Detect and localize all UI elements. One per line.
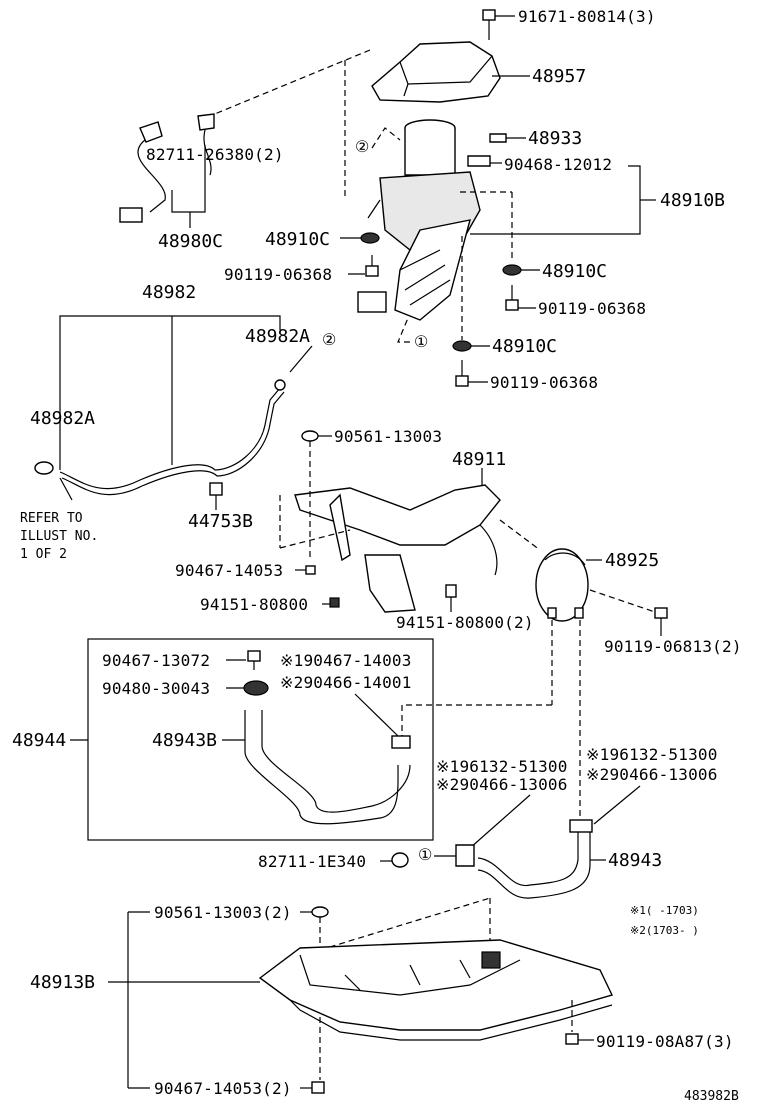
refer-to-line1: REFER TO [20, 511, 83, 526]
label-48982A-right: 48982A [245, 326, 310, 347]
circle-2-a: ② [355, 137, 370, 156]
label-48943B: 48943B [152, 730, 217, 751]
label-91671-80814: 91671-80814(3) [518, 7, 656, 26]
bolt-91671 [482, 9, 496, 40]
bracket-48911 [294, 484, 501, 613]
legend-note-1: ※1( -1703) [630, 904, 699, 917]
label-48910C-left: 48910C [265, 229, 330, 250]
legend-note-2: ※2(1703- ) [630, 924, 699, 937]
kit-note-2: ※290466-14001 [280, 673, 412, 692]
label-48982A-left: 48982A [30, 408, 95, 429]
label-48925: 48925 [605, 550, 659, 571]
label-90480-30043: 90480-30043 [102, 679, 210, 698]
label-48910B: 48910B [660, 190, 725, 211]
label-90119-06368-left: 90119-06368 [224, 265, 332, 284]
label-82711-26380: 82711-26380(2) [146, 145, 284, 164]
label-48913B: 48913B [30, 972, 95, 993]
label-94151-80800-2: 94151-80800(2) [396, 613, 534, 632]
label-90561-13003-2: 90561-13003(2) [154, 903, 292, 922]
accumulator-48925 [535, 548, 589, 622]
label-90467-14053: 90467-14053 [175, 561, 283, 580]
label-48933: 48933 [528, 128, 582, 149]
refer-to-line3: 1 OF 2 [20, 547, 67, 562]
hose-48943 [455, 819, 593, 899]
compressor-48910B [357, 119, 481, 321]
circle-2-b: ② [322, 330, 337, 349]
label-90119-06368-right: 90119-06368 [538, 299, 646, 318]
label-90468-12012: 90468-12012 [504, 155, 612, 174]
label-48910C-right: 48910C [542, 261, 607, 282]
label-48943: 48943 [608, 850, 662, 871]
label-90119-08A87: 90119-08A87(3) [596, 1032, 734, 1051]
cover-48957 [371, 41, 501, 103]
label-90467-13072: 90467-13072 [102, 651, 210, 670]
circle-1-a: ① [414, 332, 429, 351]
kit-note-1: ※190467-14003 [280, 651, 412, 670]
label-90119-06813: 90119-06813(2) [604, 637, 742, 656]
mid-note-1: ※196132-51300 [436, 757, 568, 776]
label-48982: 48982 [142, 282, 196, 303]
label-90561-13003-top: 90561-13003 [334, 427, 442, 446]
tube-48982 [34, 379, 286, 496]
right-note-1: ※196132-51300 [586, 745, 718, 764]
label-82711-1E340: 82711-1E340 [258, 852, 366, 871]
label-90467-14053-2: 90467-14053(2) [154, 1079, 292, 1098]
label-48957: 48957 [532, 66, 586, 87]
sensor-48980C [119, 113, 215, 223]
label-48911: 48911 [452, 449, 506, 470]
circle-1-b: ① [418, 845, 433, 864]
hose-48943B [244, 710, 411, 825]
label-48944: 48944 [12, 730, 66, 751]
refer-to-line2: ILLUST NO. [20, 529, 98, 544]
right-note-2: ※290466-13006 [586, 765, 718, 784]
under-cover-48913B [258, 939, 613, 1041]
label-94151-80800-left: 94151-80800 [200, 595, 308, 614]
label-90119-06368-low: 90119-06368 [490, 373, 598, 392]
mid-note-2: ※290466-13006 [436, 775, 568, 794]
label-48980C: 48980C [158, 231, 223, 252]
label-44753B: 44753B [188, 511, 253, 532]
label-48910C-low: 48910C [492, 336, 557, 357]
reference-code: 483982B [684, 1089, 739, 1104]
